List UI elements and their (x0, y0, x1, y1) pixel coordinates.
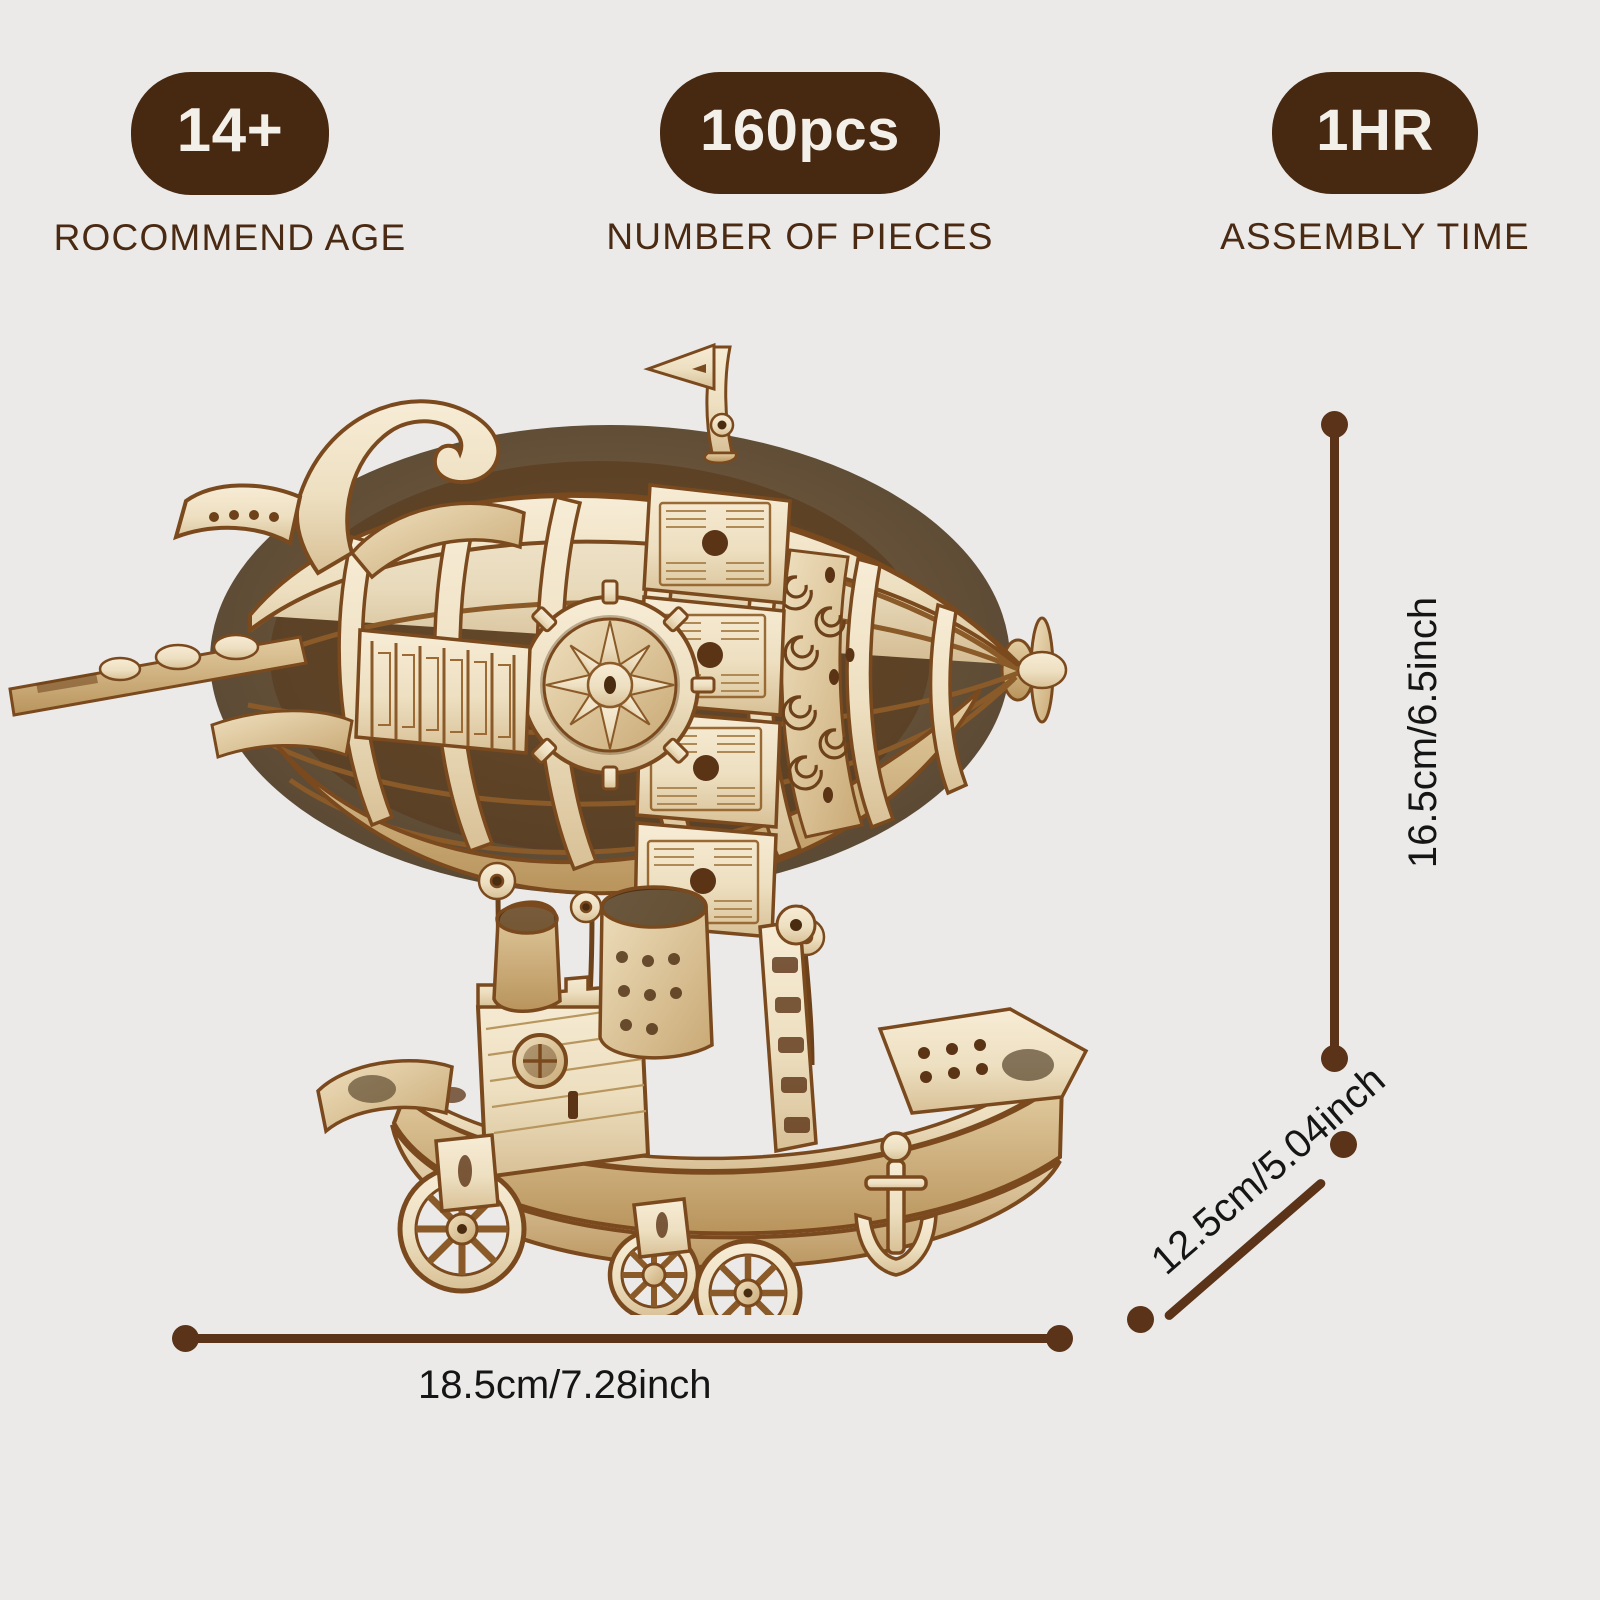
spec-badge-label-pieces: NUMBER OF PIECES (606, 216, 994, 257)
spec-badge-label-age: ROCOMMEND AGE (53, 217, 407, 258)
spec-badge-label-time: ASSEMBLY TIME (1220, 216, 1530, 257)
time-badge-icon: 1HR (1272, 72, 1478, 194)
stern-wing (877, 1007, 1089, 1115)
mast-pennant-flag (643, 342, 738, 464)
spec-badge-assembly-time: 1HR ASSEMBLY TIME (1160, 72, 1590, 258)
dimension-cap-width-left (172, 1325, 199, 1352)
landing-wheels (397, 1133, 803, 1315)
dimension-cap-height-bottom (1321, 1045, 1348, 1072)
dimension-line-height (1330, 425, 1339, 1057)
product-image-wooden-airship (0, 285, 1300, 1315)
bowsprit-spar (8, 633, 354, 759)
spec-badge-recommend-age: 14+ ROCOMMEND AGE (20, 72, 440, 259)
airship-envelope (8, 342, 1068, 1066)
lattice-strip (354, 628, 532, 755)
port-outrigger-fin (316, 1058, 454, 1135)
dimension-cap-depth-lower (1127, 1306, 1154, 1333)
swirl-decoration-panel (777, 548, 864, 839)
rope-ladder (758, 904, 818, 1154)
dimension-label-height: 16.5cm/6.5inch (1401, 596, 1446, 869)
gondola-funnels (492, 885, 714, 1060)
dimension-cap-width-right (1046, 1325, 1073, 1352)
age-badge-icon: 14+ (130, 72, 330, 195)
compass-wheel-medallion (504, 579, 716, 791)
pieces-badge-icon: 160pcs (660, 72, 940, 194)
dimension-label-width: 18.5cm/7.28inch (418, 1363, 712, 1407)
spec-badge-number-of-pieces: 160pcs NUMBER OF PIECES (590, 72, 1010, 258)
dragon-figurehead-icon (173, 399, 526, 580)
dimension-line-width (188, 1334, 1056, 1343)
anchor-icon (854, 1131, 938, 1277)
dimension-cap-height-top (1321, 411, 1348, 438)
gondola-ship-hull (316, 885, 1089, 1315)
spec-badges-row: 14+ ROCOMMEND AGE 160pcs NUMBER OF PIECE… (0, 0, 1600, 270)
tail-finial (1000, 616, 1068, 724)
dimension-cap-depth-upper (1330, 1131, 1357, 1158)
